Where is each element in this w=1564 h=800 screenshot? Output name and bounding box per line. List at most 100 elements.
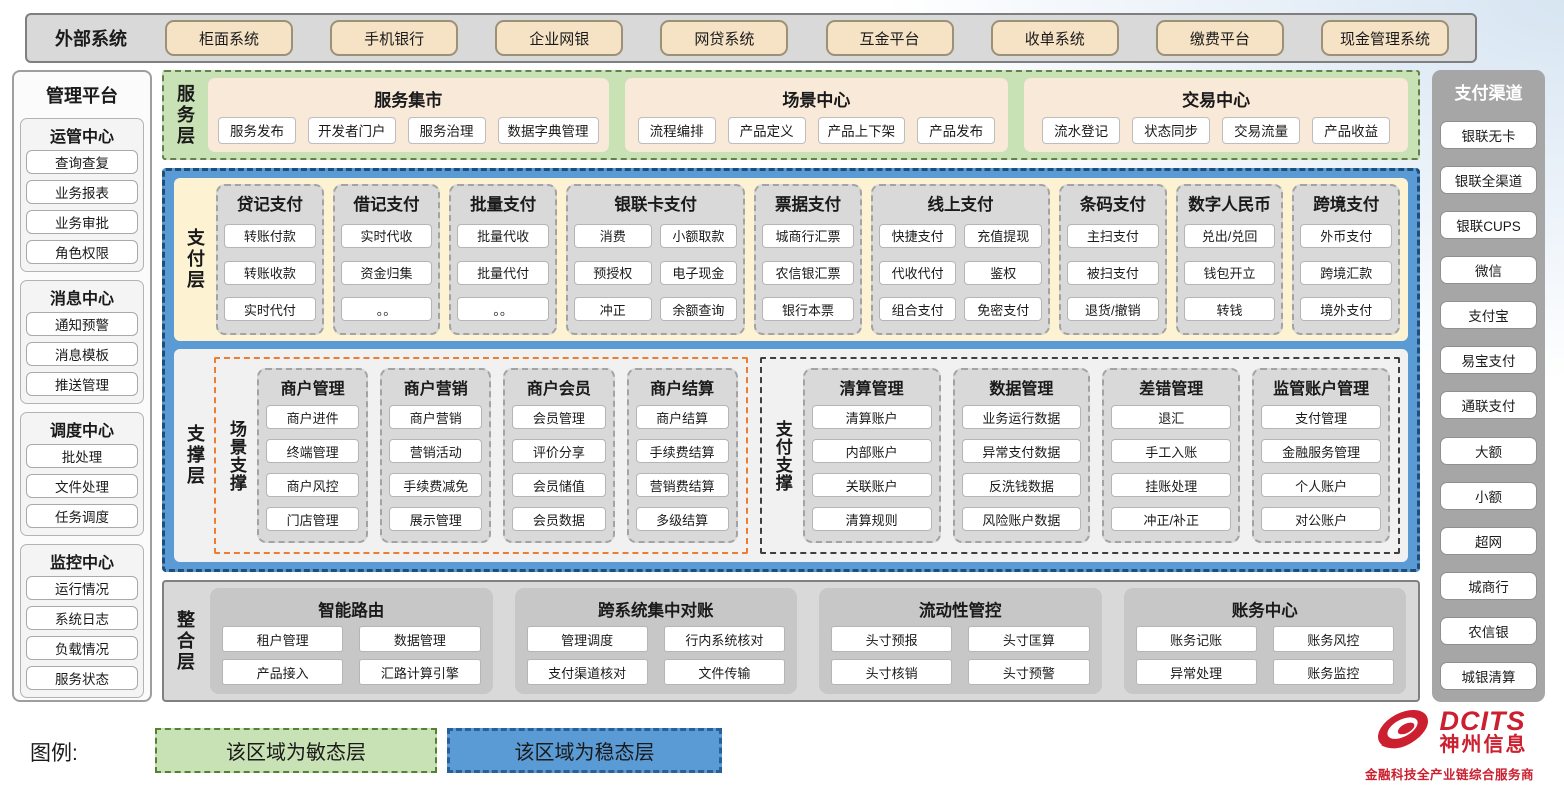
support-item-node: 展示管理 [389, 507, 483, 531]
support-column-title: 数据管理 [989, 381, 1054, 398]
external-system-node: 收单系统 [990, 20, 1119, 56]
support-item-node: 手工入账 [1111, 439, 1232, 463]
scene-support-label: 场景支撑 [227, 419, 246, 492]
support-column: 商户管理 商户进件终端管理商户风控门店管理 [257, 368, 369, 543]
legend-stable-layer: 该区域为稳态层 [447, 728, 722, 773]
management-item-node: 系统日志 [26, 606, 138, 630]
integration-group-title: 跨系统集中对账 [598, 601, 714, 620]
support-column-items: 支付管理金融服务管理个人账户对公账户 [1261, 401, 1381, 535]
integration-item-node: 头寸预警 [968, 659, 1090, 686]
payment-item-node: 组合支付 [878, 297, 957, 322]
payment-item-node: 预授权 [574, 260, 652, 285]
external-systems-label: 外部系统 [55, 29, 127, 49]
service-group-items: 服务发布开发者门户服务治理数据字典管理 [218, 116, 599, 144]
support-column-title: 清算管理 [839, 381, 904, 398]
integration-item-node: 支付渠道核对 [526, 659, 648, 686]
payment-column-items: 消费小额取款预授权电子现金冲正余额查询 [574, 217, 738, 328]
group-items: 运行情况系统日志负载情况服务状态 [26, 573, 138, 693]
group-title: 调度中心 [49, 423, 114, 440]
external-system-node: 柜面系统 [165, 20, 293, 56]
service-item-node: 流程编排 [637, 116, 716, 144]
payment-item-node: 代收代付 [878, 260, 957, 285]
management-group-monitoring: 监控中心 运行情况系统日志负载情况服务状态 [20, 544, 144, 698]
support-item-node: 支付管理 [1261, 405, 1381, 429]
payment-column-title: 银联卡支付 [614, 196, 697, 214]
legend-agile-layer: 该区域为敏态层 [155, 728, 437, 773]
payment-item-node: 。。 [340, 297, 433, 322]
payment-channel-node: 银联全渠道 [1440, 166, 1537, 195]
service-group: 交易中心 流水登记状态同步交易流量产品收益 [1024, 78, 1408, 152]
payment-channel-node: 农信银 [1440, 616, 1537, 645]
dcits-logo: DCITS 神州信息 金融科技全产业链综合服务商 [1347, 703, 1552, 783]
support-column-title: 商户会员 [526, 381, 591, 398]
integration-item-node: 行内系统核对 [663, 626, 785, 653]
payment-item-node: 银行本票 [762, 297, 854, 322]
payment-channel-node: 超网 [1440, 526, 1537, 555]
payment-item-node: 主扫支付 [1067, 223, 1159, 248]
support-item-node: 商户营销 [389, 405, 483, 429]
payment-column-items: 城商行汇票农信银汇票银行本票 [762, 217, 854, 328]
payment-column: 银联卡支付 消费小额取款预授权电子现金冲正余额查询 [566, 184, 746, 335]
support-item-node: 对公账户 [1261, 507, 1381, 531]
logo-name: 神州信息 [1439, 734, 1528, 757]
payment-column: 借记支付 实时代收资金归集。。 [332, 184, 441, 335]
integration-item-node: 账务记账 [1135, 626, 1257, 653]
payment-column-items: 兑出/兑回钱包开立转钱 [1183, 217, 1276, 328]
service-layer-groups: 服务集市 服务发布开发者门户服务治理数据字典管理 场景中心 流程编排产品定义产品… [208, 78, 1408, 152]
integration-group-title: 流动性管控 [919, 601, 1002, 620]
payment-channel-node: 银联无卡 [1440, 121, 1537, 150]
support-column-items: 商户结算手续费结算营销费结算多级结算 [635, 401, 729, 535]
scene-support-columns: 商户管理 商户进件终端管理商户风控门店管理 商户营销 商户营销营销活动手续费减免… [257, 368, 738, 543]
support-item-node: 清算账户 [811, 405, 932, 429]
management-item-node: 推送管理 [26, 372, 138, 396]
payment-item-node: 批量代收 [457, 223, 550, 248]
service-layer: 服务层 服务集市 服务发布开发者门户服务治理数据字典管理 场景中心 流程编排产品… [162, 70, 1420, 160]
external-systems-items: 柜面系统手机银行企业网银网贷系统互金平台收单系统缴费平台现金管理系统 [165, 20, 1449, 56]
payment-column-title: 批量支付 [470, 196, 537, 214]
integration-item-node: 管理调度 [526, 626, 648, 653]
support-column: 商户结算 商户结算手续费结算营销费结算多级结算 [626, 368, 738, 543]
support-item-node: 金融服务管理 [1261, 439, 1381, 463]
payment-layer-label: 支付层 [185, 228, 205, 291]
integration-group-items: 管理调度行内系统核对支付渠道核对文件传输 [526, 626, 785, 686]
management-item-node: 文件处理 [26, 474, 138, 498]
integration-group: 智能路由 租户管理数据管理产品接入汇路计算引擎 [210, 588, 493, 694]
support-item-node: 风险账户数据 [961, 507, 1082, 531]
payment-item-node: 。。 [457, 297, 550, 322]
payment-item-node: 转账付款 [224, 223, 316, 248]
payment-column-title: 数字人民币 [1188, 196, 1271, 214]
support-item-node: 冲正/补正 [1111, 507, 1232, 531]
group-title: 监控中心 [49, 555, 114, 572]
main-architecture-area: 服务层 服务集市 服务发布开发者门户服务治理数据字典管理 场景中心 流程编排产品… [162, 70, 1420, 702]
payment-item-node: 冲正 [574, 297, 652, 322]
payment-support-label: 支付支撑 [772, 419, 792, 492]
support-column-title: 监管账户管理 [1273, 381, 1370, 398]
management-item-node: 通知预警 [26, 312, 138, 336]
service-item-node: 交易流量 [1222, 116, 1301, 144]
external-system-node: 网贷系统 [660, 20, 789, 56]
integration-item-node: 头寸核销 [831, 659, 953, 686]
payment-item-node: 被扫支付 [1067, 260, 1159, 285]
support-column: 差错管理 退汇手工入账挂账处理冲正/补正 [1102, 368, 1241, 543]
integration-item-node: 账务风控 [1272, 626, 1394, 653]
service-item-node: 数据字典管理 [497, 116, 599, 144]
payment-item-node: 外币支付 [1300, 223, 1393, 248]
payment-item-node: 跨境汇款 [1300, 260, 1393, 285]
management-platform-title: 管理平台 [46, 86, 118, 106]
payment-channel-node: 小额 [1440, 481, 1537, 510]
integration-group-items: 账务记账账务风控异常处理账务监控 [1135, 626, 1394, 686]
integration-group-items: 头寸预报头寸匡算头寸核销头寸预警 [831, 626, 1090, 686]
integration-item-node: 头寸匡算 [968, 626, 1090, 653]
service-group-items: 流程编排产品定义产品上下架产品发布 [635, 116, 999, 144]
support-column: 监管账户管理 支付管理金融服务管理个人账户对公账户 [1252, 368, 1390, 543]
support-item-node: 异常支付数据 [961, 439, 1082, 463]
management-item-node: 运行情况 [26, 576, 138, 600]
payment-item-node: 兑出/兑回 [1183, 223, 1276, 248]
support-item-node: 个人账户 [1261, 473, 1381, 497]
dcits-swirl-icon [1372, 703, 1434, 760]
service-item-node: 产品定义 [727, 116, 806, 144]
integration-layer: 整合层 智能路由 租户管理数据管理产品接入汇路计算引擎 跨系统集中对账 管理调度… [162, 580, 1420, 702]
support-item-node: 终端管理 [266, 439, 360, 463]
